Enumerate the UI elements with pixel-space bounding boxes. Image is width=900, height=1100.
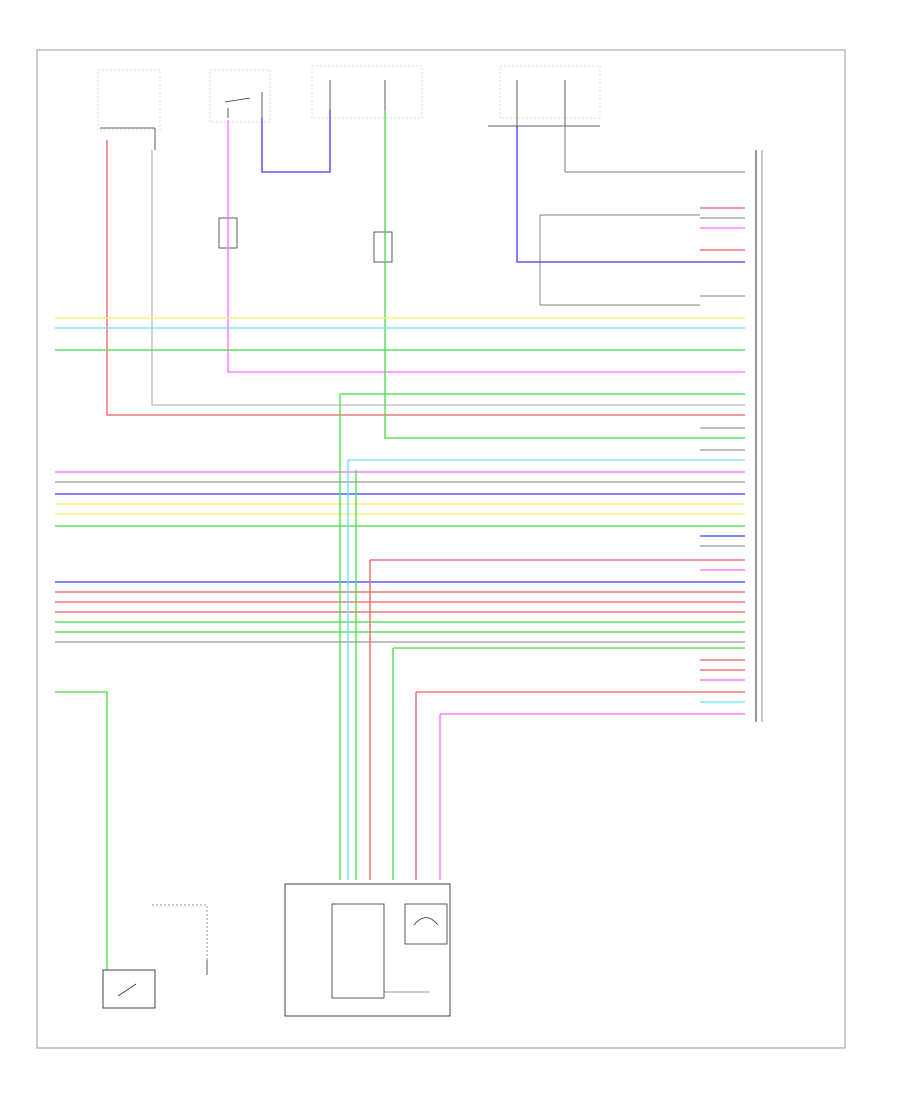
fuse-box-top [311,65,423,119]
fuse-box-top-right [488,65,601,127]
diagram-border [36,49,846,1049]
relay-middle [373,231,393,263]
clutch-switch [102,969,156,1009]
top-left-switch [97,69,161,150]
right-connector [755,150,763,722]
vertical-wires-top [106,110,745,439]
vertical-wires-bottom [55,394,441,970]
ecm-block [284,883,451,1017]
wire-rows [55,207,745,715]
relay-box-right [539,214,700,306]
stop-lamp-switch [209,69,271,123]
